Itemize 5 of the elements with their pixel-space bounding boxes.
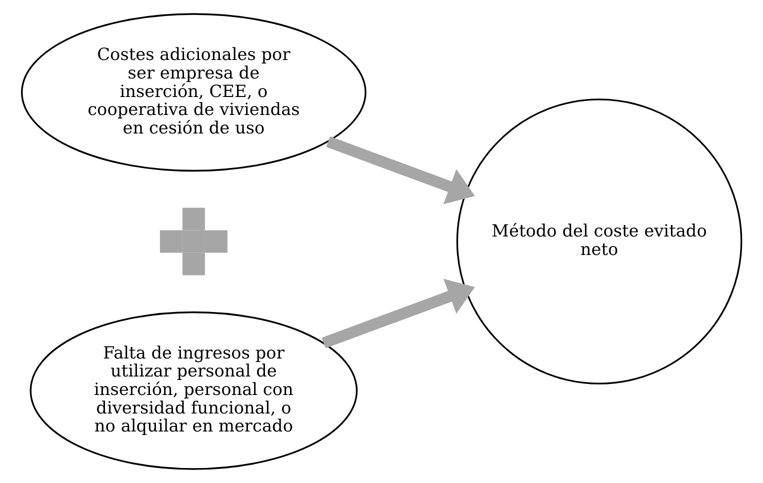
- node-ellipse: Falta de ingresos por utilizar personal de inserción, personal con diversidad funcional, o no alquilar en mercado: [30, 311, 358, 470]
- node-ellipse: Costes adicionales por ser empresa de inserción, CEE, o cooperativa de viviendas en cesión de uso: [21, 13, 366, 172]
- node-circle: Método del coste evitado neto: [456, 98, 742, 384]
- arrow: [322, 278, 475, 348]
- arrow: [326, 136, 475, 204]
